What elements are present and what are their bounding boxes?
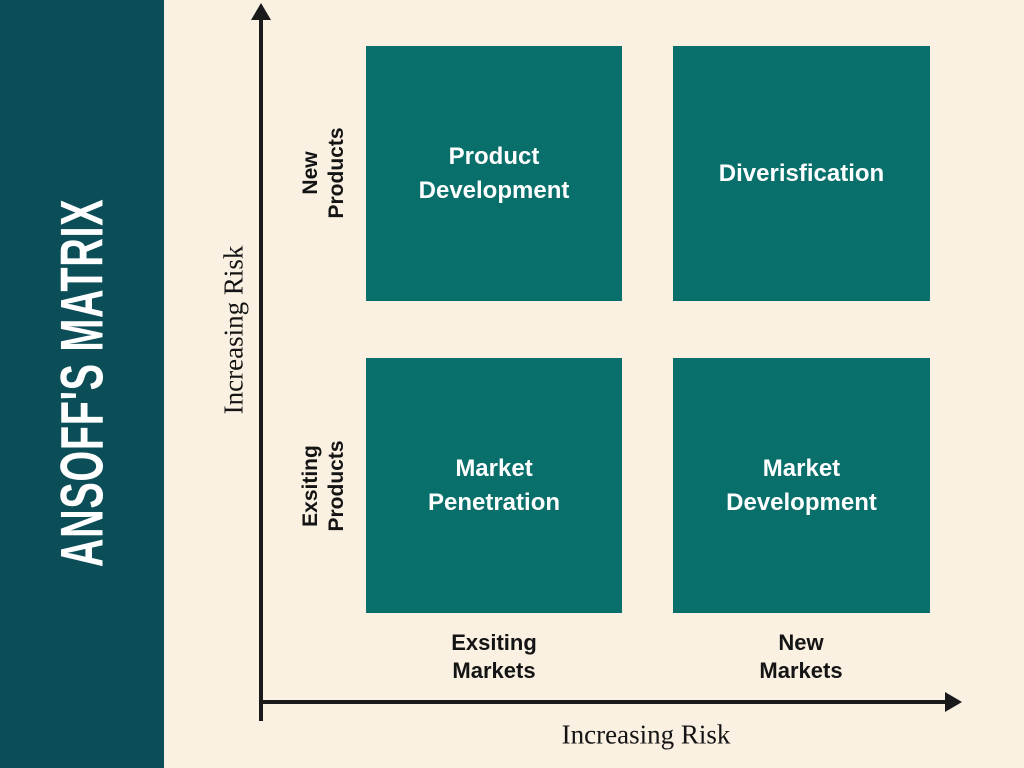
col-label-line: Exsiting [451, 629, 537, 655]
col-label-line: Markets [452, 658, 536, 683]
quadrant-market-development: Market Development [673, 358, 930, 613]
sidebar: ANSOFF'S MATRIX [0, 0, 164, 768]
y-axis-arrow-up-icon [251, 3, 271, 20]
quadrant-label-line: Market [455, 454, 533, 482]
quadrant-product-development: Product Development [366, 46, 622, 301]
quadrant-diversification: Diverisfication [673, 46, 930, 301]
quadrant-label-line: Penetration [427, 488, 561, 516]
col-label-existing-markets: Exsiting Markets [451, 629, 537, 685]
col-label-line: New [778, 629, 824, 655]
quadrant-label: Market Penetration [428, 452, 560, 519]
quadrant-label-line: Product [448, 142, 540, 170]
quadrant-market-penetration: Market Penetration [366, 358, 622, 613]
quadrant-label-line: Diverisfication [718, 159, 885, 187]
x-axis-label: Increasing Risk [561, 719, 731, 750]
row-label-line: Products [325, 440, 348, 532]
x-axis-arrow-right-icon [945, 692, 962, 712]
row-label-line: Exsiting [298, 445, 322, 527]
row-label-line: New [298, 151, 322, 195]
y-axis-line [259, 16, 263, 721]
col-label-line: Markets [759, 658, 843, 683]
quadrant-label: Market Development [726, 452, 877, 519]
quadrant-label: Diverisfication [719, 157, 884, 191]
x-axis-line [259, 700, 949, 704]
row-label-existing-products: Exsiting Products [298, 440, 351, 531]
quadrant-label-line: Development [418, 176, 570, 204]
col-label-new-markets: New Markets [759, 629, 842, 685]
row-label-line: Products [325, 127, 348, 219]
quadrant-label-line: Development [726, 488, 877, 516]
row-label-new-products: New Products [298, 127, 351, 218]
quadrant-label-line: Market [762, 454, 841, 482]
y-axis-label: Increasing Risk [218, 245, 249, 415]
quadrant-label: Product Development [419, 140, 570, 207]
